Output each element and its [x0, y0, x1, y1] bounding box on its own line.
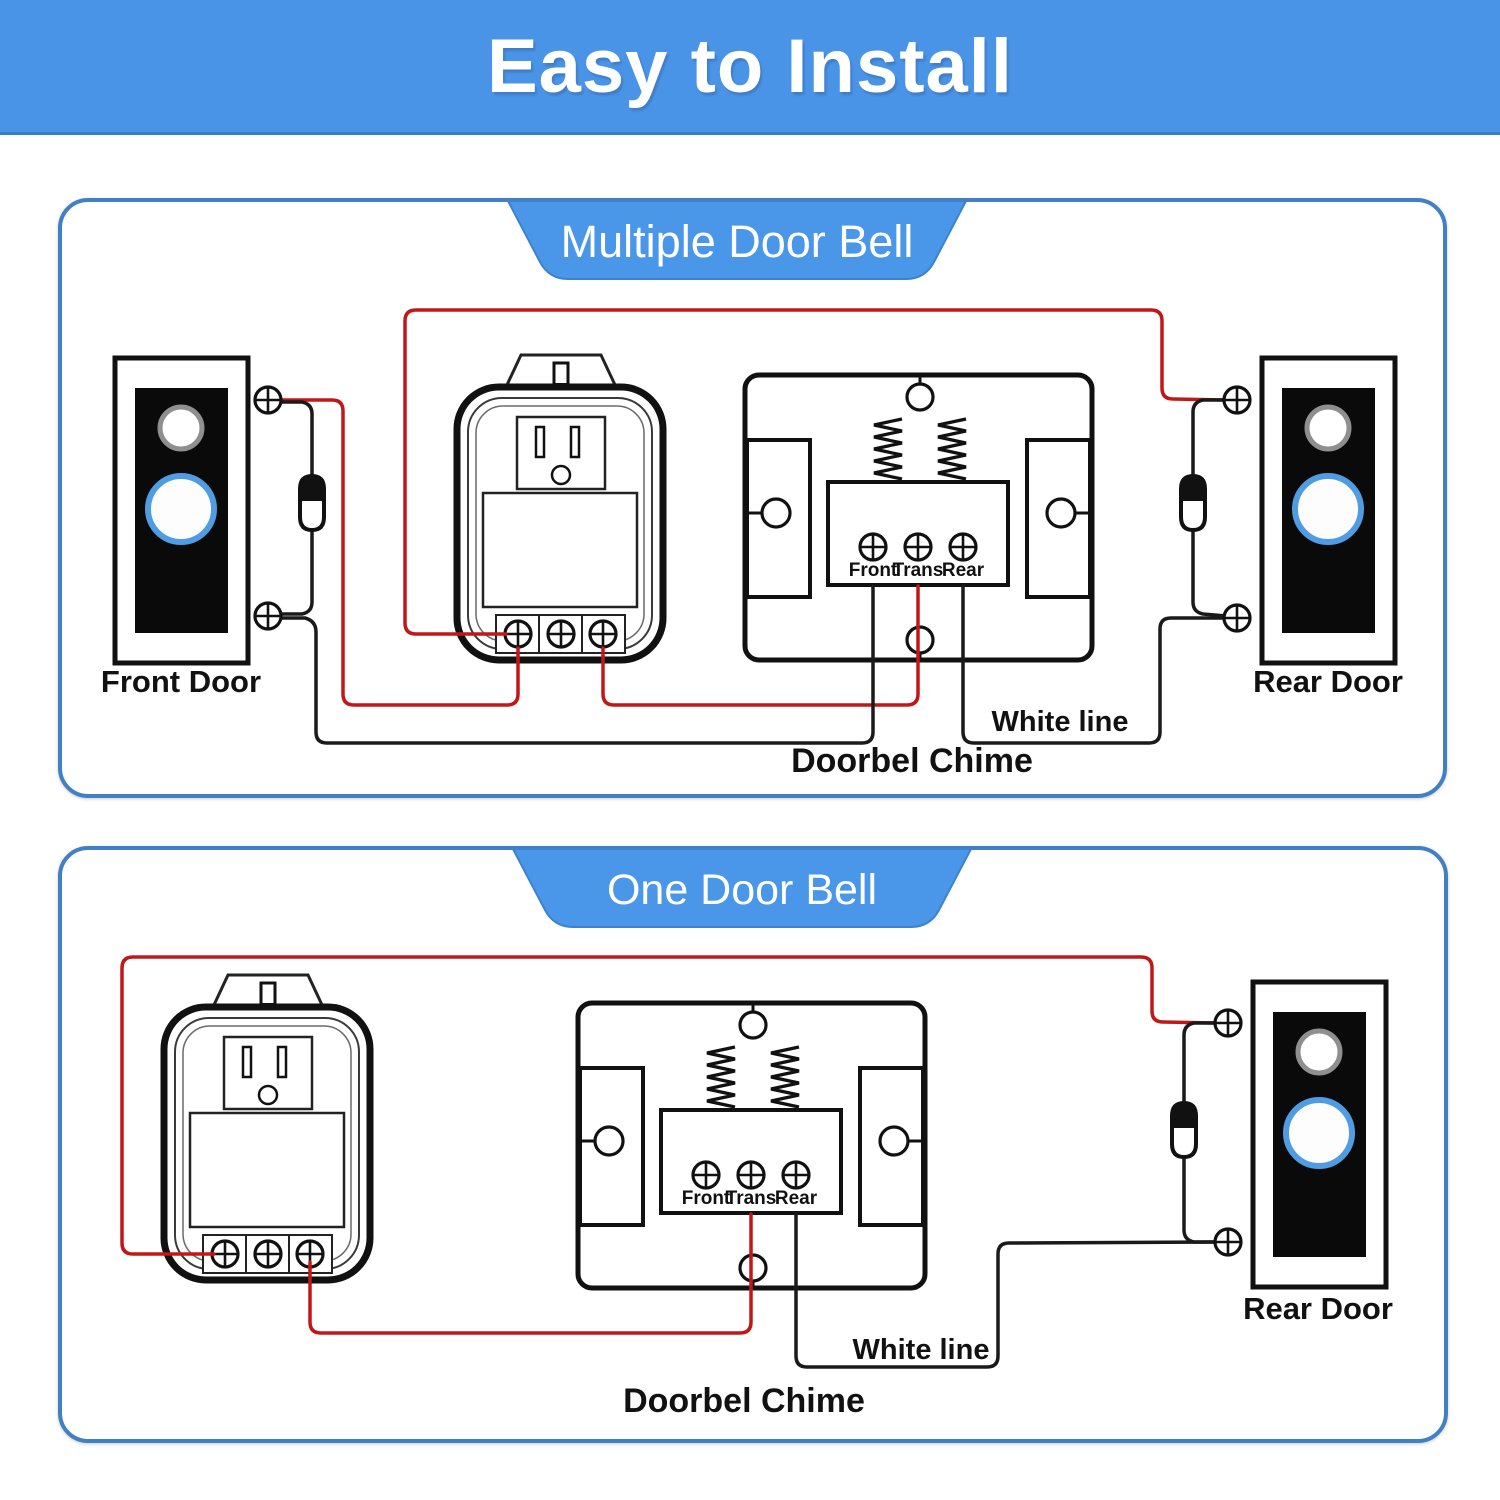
front-doorbell-diode [298, 474, 326, 532]
rear-doorbell-screw-top [1222, 385, 1252, 415]
wire-red-transformer-to-reardoor [120, 955, 1218, 1256]
rear-doorbell [1262, 358, 1395, 663]
transformer [164, 975, 370, 1280]
rear-doorbell-diode [1170, 1101, 1198, 1159]
section-tab-label: One Door Bell [607, 866, 877, 914]
rear-doorbell-screw-bottom [1222, 603, 1252, 633]
front-doorbell-screw-bottom [253, 601, 283, 631]
wire-red-transformer-to-chime-trans [308, 1212, 753, 1335]
terminal-label-trans: Trans [893, 560, 944, 581]
transformer [457, 355, 663, 660]
white-line-label: White line [853, 1334, 990, 1366]
chime-caption: Doorbel Chime [623, 1382, 865, 1420]
terminal-label-rear: Rear [942, 560, 985, 581]
wire-red-transformer-to-reardoor [403, 308, 1228, 636]
rear-doorbell-screw-top [1213, 1008, 1243, 1038]
wire-black-frontdoor-to-chime-front [278, 584, 875, 745]
front-door-label: Front Door [101, 664, 261, 699]
rear-doorbell-screw-bottom [1213, 1227, 1243, 1257]
terminal-label-front: Front [682, 1188, 731, 1209]
white-line-label: White line [992, 706, 1129, 738]
section-tab [506, 200, 968, 280]
section-one-doorbell: One Door Bell Front Trans Rear Rear Door… [120, 848, 1393, 1420]
section-multiple-doorbell: Multiple Door Bell Front Door Rear Door … [101, 200, 1403, 780]
front-doorbell-screw-top [253, 385, 283, 415]
section-tab [511, 848, 973, 928]
front-doorbell [115, 358, 248, 663]
rear-doorbell-diode [1179, 474, 1207, 532]
rear-door-label: Rear Door [1243, 1291, 1393, 1326]
page-title: Easy to Install [486, 23, 1014, 109]
terminal-label-trans: Trans [726, 1188, 777, 1209]
wire-red-transformer-to-chime-trans [601, 584, 920, 707]
terminal-label-rear: Rear [775, 1188, 818, 1209]
chime-caption: Doorbel Chime [791, 742, 1033, 780]
banner: Easy to Install [0, 0, 1500, 135]
wire-white-line-chime-rear-to-reardoor [961, 584, 1228, 745]
section-tab-label: Multiple Door Bell [561, 216, 914, 267]
rear-door-label: Rear Door [1253, 664, 1403, 699]
wire-red-frontdoor-to-transformer [279, 398, 520, 707]
terminal-label-front: Front [849, 560, 898, 581]
wire-white-line-chime-rear-to-reardoor [794, 1212, 1218, 1369]
rear-doorbell [1253, 982, 1386, 1287]
